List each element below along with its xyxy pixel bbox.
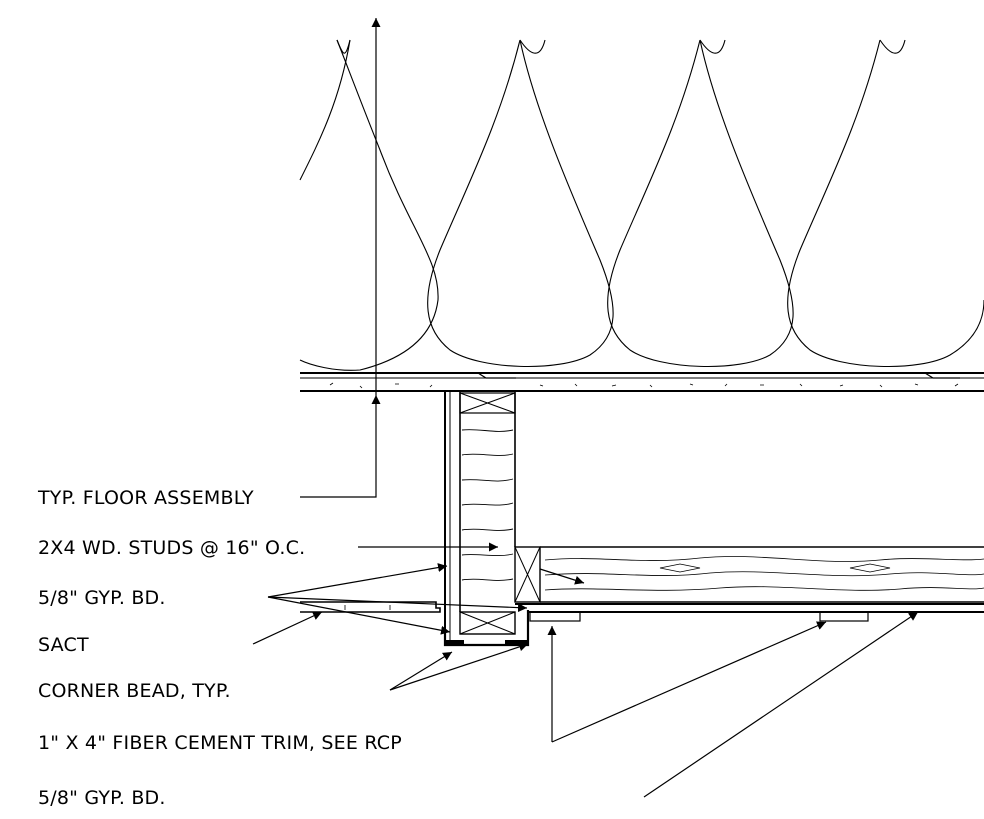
label-gyp-bd-upper: 5/8" GYP. BD.: [38, 587, 166, 609]
corner-beads: [444, 640, 529, 646]
label-sact: SACT: [38, 634, 89, 656]
batt-insulation: [299, 39, 984, 371]
label-gyp-bd-lower: 5/8" GYP. BD.: [38, 787, 166, 809]
fiber-cement-trim: [529, 611, 869, 622]
label-floor-assembly: TYP. FLOOR ASSEMBLY: [37, 487, 254, 509]
sact-ceiling: [300, 601, 441, 613]
label-fiber-cement-trim: 1" X 4" FIBER CEMENT TRIM, SEE RCP: [38, 732, 402, 754]
ceiling-framing: [514, 546, 984, 613]
annotation-labels: TYP. FLOOR ASSEMBLY 2X4 WD. STUDS @ 16" …: [37, 487, 402, 809]
wall-framing: [443, 391, 530, 647]
leader-lines: [252, 18, 919, 798]
label-corner-bead: CORNER BEAD, TYP.: [38, 680, 231, 702]
floor-assembly-layers: [300, 372, 984, 392]
label-wood-studs: 2X4 WD. STUDS @ 16" O.C.: [38, 537, 305, 559]
